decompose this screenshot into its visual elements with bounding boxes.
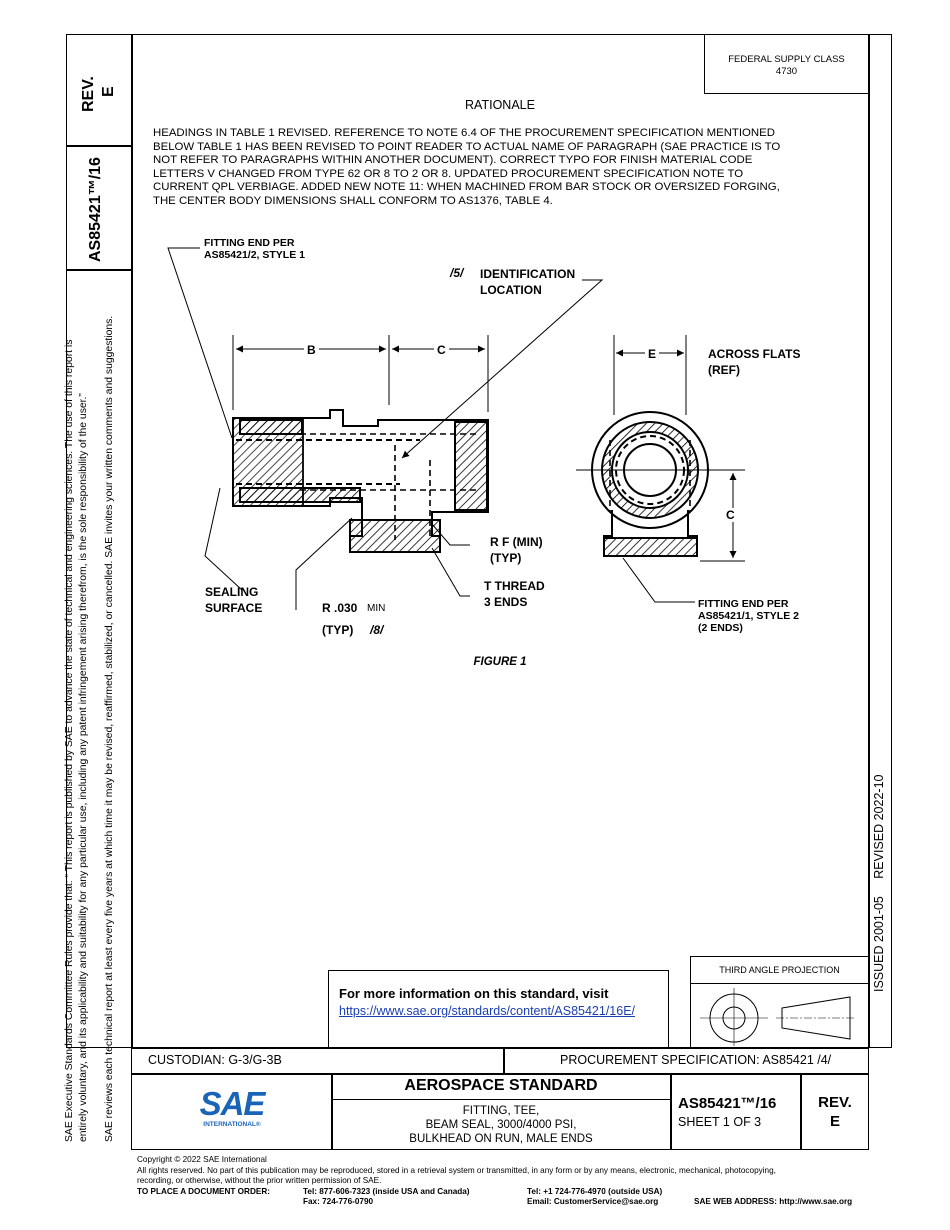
label-text: AS85421/2, STYLE 1 <box>204 249 305 261</box>
rationale-text: HEADINGS IN TABLE 1 REVISED. REFERENCE T… <box>153 127 780 208</box>
figure-caption: FIGURE 1 <box>473 656 527 668</box>
footer-tel-us: Tel: 877-606-7323 (inside USA and Canada… <box>303 1187 470 1196</box>
standard-type-sep <box>331 1099 671 1100</box>
label-text: LOCATION <box>480 283 542 297</box>
title-block <box>131 1048 869 1150</box>
label-note5: /5/ <box>450 266 464 280</box>
label-text: FITTING END PER <box>204 237 295 249</box>
footer-rights-1: All rights reserved. No part of this pub… <box>137 1165 776 1175</box>
projection-label: THIRD ANGLE PROJECTION <box>719 965 840 975</box>
rev-value: E <box>829 1113 840 1130</box>
label-text: (TYP) <box>490 551 522 565</box>
label-fitting-end-2: FITTING END PER AS85421/1, STYLE 2 (2 EN… <box>698 598 799 634</box>
supply-class-line2: 4730 <box>775 66 798 77</box>
label-text: SEALING <box>205 585 259 599</box>
footer-email[interactable]: Email: CustomerService@sae.org <box>527 1197 659 1206</box>
custodian-divider <box>503 1048 505 1074</box>
label-min: MIN <box>367 603 386 614</box>
more-info-box <box>328 970 669 1048</box>
title-line: BEAM SEAL, 3000/4000 PSI, <box>425 1119 577 1131</box>
left-tab-sep1 <box>66 145 132 147</box>
label-sealing-surface: SEALING SURFACE <box>205 584 262 616</box>
label-note8: /8/ <box>370 623 384 637</box>
sae-logo-text: SAE <box>199 1085 266 1122</box>
number-divider <box>670 1073 672 1150</box>
rationale-line: BELOW TABLE 1 HAS BEEN REVISED TO POINT … <box>153 140 781 153</box>
more-info-text: For more information on this standard, v… <box>339 986 609 1001</box>
rationale-line: NOT REFER TO PARAGRAPHS WITHIN ANOTHER D… <box>153 154 753 166</box>
procurement-spec: PROCUREMENT SPECIFICATION: AS85421 /4/ <box>560 1053 832 1067</box>
rationale-line: CURRENT QPL VERBIAGE. ADDED NEW NOTE 11:… <box>153 181 780 193</box>
logo-divider <box>331 1073 333 1150</box>
left-tab-sep2 <box>66 269 132 271</box>
footer-order-label: TO PLACE A DOCUMENT ORDER: <box>137 1187 270 1196</box>
standard-type: AEROSPACE STANDARD <box>404 1077 598 1094</box>
fitting-drawing <box>167 247 745 610</box>
more-info-link[interactable]: https://www.sae.org/standards/content/AS… <box>339 1004 636 1018</box>
label-dim-c2: C <box>724 508 737 522</box>
sheet-number: SHEET 1 OF 3 <box>678 1115 762 1129</box>
footer-web[interactable]: SAE WEB ADDRESS: http://www.sae.org <box>694 1197 853 1206</box>
footer-tel-outside: Tel: +1 724-776-4970 (outside USA) <box>527 1187 663 1196</box>
projection-box <box>690 956 869 1048</box>
right-margin-divider <box>868 34 870 1048</box>
rev-label: REV. <box>818 1094 852 1111</box>
rev-divider <box>800 1073 802 1150</box>
label-text: T THREAD <box>484 579 545 593</box>
label-text: FITTING END PER <box>698 598 789 610</box>
supply-class-box <box>704 34 869 94</box>
label-thread: T THREAD 3 ENDS <box>484 578 545 610</box>
custodian: CUSTODIAN: G-3/G-3B <box>148 1053 282 1067</box>
document-title: FITTING, TEE, BEAM SEAL, 3000/4000 PSI, … <box>331 1104 671 1146</box>
supply-class-line1: FEDERAL SUPPLY CLASS <box>728 54 845 65</box>
label-text: ACROSS FLATS <box>708 347 801 361</box>
label-text: (2 ENDS) <box>698 622 743 634</box>
sae-logo-sub: INTERNATIONAL® <box>203 1121 261 1128</box>
label-r030: R .030 <box>322 601 358 615</box>
rationale-line: LETTERS V CHANGED FROM TYPE 62 OR 8 TO 2… <box>153 167 744 180</box>
label-text: 3 ENDS <box>484 595 528 609</box>
label-text: IDENTIFICATION <box>480 267 576 281</box>
label-fitting-end-1: FITTING END PER AS85421/2, STYLE 1 <box>204 237 305 261</box>
footer-fax: Fax: 724-776-0790 <box>303 1197 374 1206</box>
label-dim-e: E <box>645 347 660 361</box>
label-text: AS85421/1, STYLE 2 <box>698 610 799 622</box>
title-line: BULKHEAD ON RUN, MALE ENDS <box>409 1133 593 1145</box>
left-tab-divider <box>131 34 133 1048</box>
title-row-sep <box>131 1073 869 1075</box>
projection-symbol-icon <box>700 988 856 1046</box>
rationale-line: THE CENTER BODY DIMENSIONS SHALL CONFORM… <box>153 194 553 207</box>
label-identification: IDENTIFICATION LOCATION <box>480 266 575 298</box>
label-rf: R F (MIN) (TYP) <box>490 534 543 566</box>
footer-rights-2: recording, or otherwise, without the pri… <box>137 1176 382 1185</box>
rationale-line: HEADINGS IN TABLE 1 REVISED. REFERENCE T… <box>153 127 775 139</box>
label-text: (REF) <box>708 363 740 377</box>
label-across-flats: ACROSS FLATS (REF) <box>708 346 800 378</box>
label-typ: (TYP) <box>322 623 354 637</box>
doc-number: AS85421™/16 <box>678 1095 777 1112</box>
rationale-heading: RATIONALE <box>465 98 535 112</box>
projection-divider <box>690 983 869 984</box>
footer-copyright: Copyright © 2022 SAE International <box>137 1155 267 1164</box>
issue-revise-dates: ISSUED 2001-05 REVISED 2022-10 <box>872 774 886 992</box>
footer: Copyright © 2022 SAE International All r… <box>137 1155 776 1187</box>
label-text: SURFACE <box>205 601 263 615</box>
label-dim-b: B <box>304 343 319 357</box>
label-dim-c: C <box>434 343 449 357</box>
title-line: FITTING, TEE, <box>462 1105 540 1117</box>
label-text: R F (MIN) <box>490 535 543 549</box>
sae-logo: SAE INTERNATIONAL® <box>170 1085 294 1129</box>
